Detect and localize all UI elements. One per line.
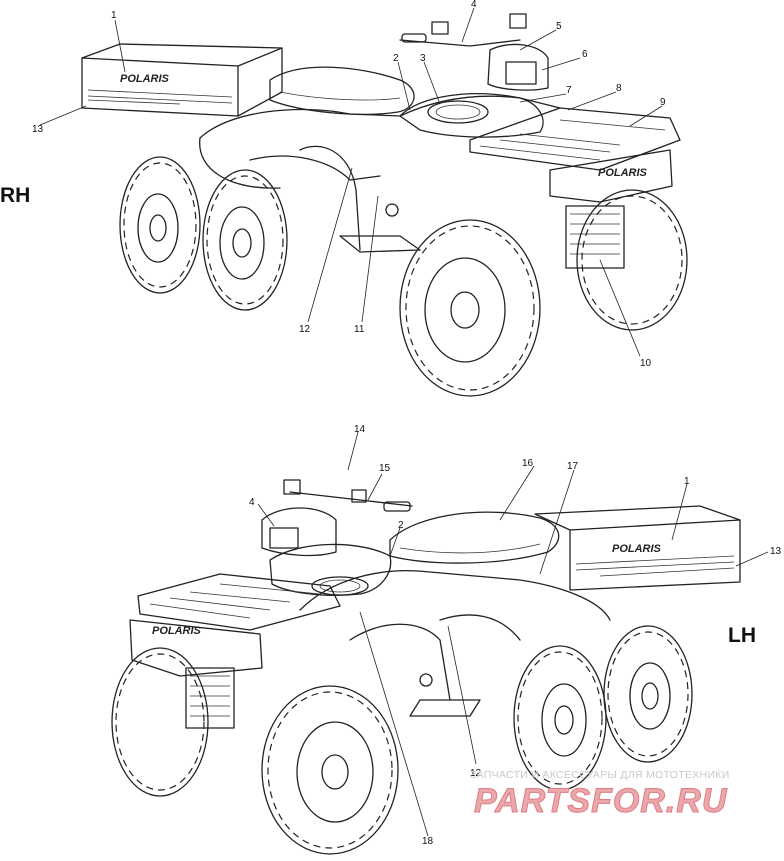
rh-callout-5: 5 xyxy=(556,21,562,32)
rh-leader-lines xyxy=(39,7,663,357)
lh-callout-4: 4 xyxy=(249,497,255,508)
lh-callout-1: 1 xyxy=(684,476,690,487)
lh-callout-17: 17 xyxy=(567,461,579,472)
rh-callout-7: 7 xyxy=(566,85,572,96)
lh-callouts: 1 2 4 12 13 14 15 16 17 18 xyxy=(249,424,782,847)
watermark: ЗАПЧАСТИ И АКСЕССУАРЫ ДЛЯ МОТОТЕХНИКИ PA… xyxy=(470,769,730,821)
lh-callout-12: 12 xyxy=(470,768,482,779)
lh-leader-lines xyxy=(257,431,769,837)
rh-callout-12: 12 xyxy=(299,324,311,335)
lh-front-brand: POLARIS xyxy=(152,625,202,637)
rh-callout-9: 9 xyxy=(660,97,666,108)
rh-callout-1: 1 xyxy=(111,10,117,21)
rh-callout-6: 6 xyxy=(582,49,588,60)
lh-callout-2: 2 xyxy=(398,520,404,531)
rh-callout-8: 8 xyxy=(616,83,622,94)
lh-callout-16: 16 xyxy=(522,458,534,469)
rh-callout-13: 13 xyxy=(32,124,44,135)
lh-callout-13: 13 xyxy=(770,546,782,557)
atv-rh-view: POLARIS POLARIS xyxy=(81,13,688,397)
rh-callout-2: 2 xyxy=(393,53,399,64)
rh-front-brand: POLARIS xyxy=(598,167,648,179)
rh-callouts: 1 2 3 4 5 6 7 8 9 10 11 12 13 xyxy=(32,0,666,369)
lh-callout-14: 14 xyxy=(354,424,366,435)
rh-callout-11: 11 xyxy=(354,324,365,335)
lh-callout-18: 18 xyxy=(422,836,434,847)
rh-callout-4: 4 xyxy=(471,0,477,10)
rh-callout-3: 3 xyxy=(420,53,426,64)
watermark-tagline: ЗАПЧАСТИ И АКСЕССУАРЫ ДЛЯ МОТОТЕХНИКИ xyxy=(470,769,730,781)
rh-side-label: RH xyxy=(0,184,30,207)
rh-box-brand: POLARIS xyxy=(120,73,170,85)
lh-callout-15: 15 xyxy=(379,463,391,474)
lh-box-brand: POLARIS xyxy=(612,543,662,555)
watermark-logo-text: PARTSFOR.RU xyxy=(474,782,728,820)
atv-lh-view: POLARIS POLARIS xyxy=(111,479,741,855)
lh-side-label: LH xyxy=(728,624,756,647)
rh-callout-10: 10 xyxy=(640,358,652,369)
